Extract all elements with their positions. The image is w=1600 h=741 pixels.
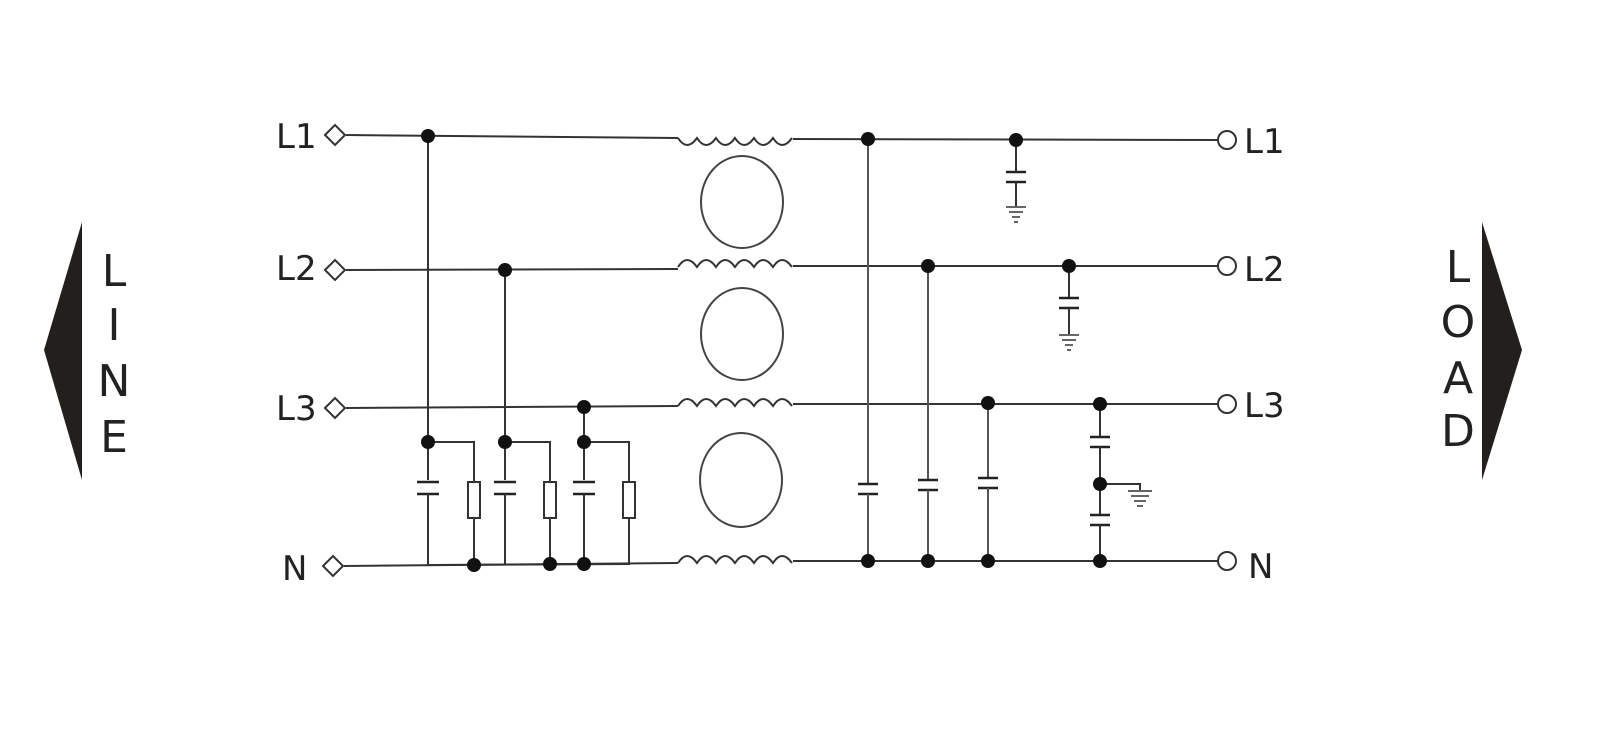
choke-core-bottom — [699, 432, 783, 528]
line-side-x-capacitors — [417, 136, 636, 565]
line-terminal-n — [321, 554, 345, 578]
resistor-l1 — [467, 481, 481, 519]
line-terminal-label-l2: L2 — [276, 249, 317, 289]
load-terminals — [1217, 130, 1237, 571]
line-terminal-l2 — [323, 258, 347, 282]
wire-l2-line — [345, 268, 679, 271]
ground-icon — [1006, 206, 1026, 223]
junction-node — [1093, 397, 1107, 411]
load-terminal-l1 — [1217, 130, 1237, 150]
line-label-letter-4: E — [100, 412, 128, 463]
load-direction-arrow — [1482, 222, 1522, 480]
load-label-letter-2: O — [1441, 297, 1476, 348]
junction-node — [921, 554, 935, 568]
load-terminal-label-n: N — [1248, 547, 1273, 587]
choke-core-middle — [700, 287, 784, 381]
junction-node — [861, 132, 875, 146]
line-terminal-label-n: N — [282, 549, 307, 589]
junction-node — [421, 435, 435, 449]
y-capacitors — [1006, 140, 1152, 561]
load-side-x-capacitors — [858, 139, 998, 561]
choke-winding-l1 — [677, 136, 793, 146]
common-mode-choke — [677, 136, 793, 565]
load-label-letter-3: A — [1443, 353, 1473, 404]
junction-node — [1093, 554, 1107, 568]
ground-icon — [1059, 334, 1079, 351]
line-side-label: L I N E — [98, 246, 131, 463]
junction-node — [421, 129, 435, 143]
line-direction-arrow — [44, 222, 82, 480]
line-side-neutral-bus — [427, 563, 630, 566]
line-label-letter-2: I — [108, 300, 121, 351]
load-terminal-l2 — [1217, 256, 1237, 276]
load-terminal-label-l2: L2 — [1244, 250, 1285, 290]
junction-node — [1009, 133, 1023, 147]
line-terminals — [321, 123, 347, 578]
junction-node — [467, 558, 481, 572]
wire-l1-line — [345, 134, 679, 139]
junction-node — [981, 554, 995, 568]
resistor-l3 — [622, 481, 636, 519]
load-label-letter-1: L — [1446, 242, 1471, 293]
junction-node — [543, 557, 557, 571]
junction-node — [1093, 477, 1107, 491]
junction-node — [498, 435, 512, 449]
junction-node — [861, 554, 875, 568]
junction-node — [498, 263, 512, 277]
resistor-l2 — [543, 481, 557, 519]
load-terminal-l3 — [1217, 394, 1237, 414]
res-l2-bridge — [505, 441, 551, 482]
line-terminal-l1 — [323, 123, 347, 147]
choke-core-top — [700, 155, 784, 249]
line-terminal-label-l3: L3 — [276, 389, 317, 429]
junction-node — [921, 259, 935, 273]
ground-icon — [1128, 490, 1152, 507]
junction-node — [981, 396, 995, 410]
line-terminal-label-l1: L1 — [276, 117, 317, 157]
line-terminal-l3 — [323, 396, 347, 420]
choke-winding-l2 — [677, 259, 793, 269]
junction-node — [1062, 259, 1076, 273]
wire-l1-load — [792, 138, 1219, 141]
load-side-label: L O A D — [1441, 242, 1476, 457]
junction-node — [577, 400, 591, 414]
load-label-letter-4: D — [1441, 406, 1475, 457]
line-label-letter-3: N — [98, 356, 131, 407]
wire-l3-line — [345, 405, 679, 409]
junction-node — [577, 557, 591, 571]
choke-winding-n — [677, 555, 793, 565]
junction-node — [577, 435, 591, 449]
res-l1-bridge — [428, 441, 475, 482]
load-terminal-label-l1: L1 — [1244, 122, 1285, 162]
res-l3-bridge — [584, 441, 630, 482]
junction-nodes — [421, 129, 1107, 572]
choke-winding-l3 — [677, 398, 793, 408]
load-terminal-label-l3: L3 — [1244, 386, 1285, 426]
load-terminal-n — [1217, 551, 1237, 571]
line-label-letter-1: L — [102, 246, 127, 297]
ycap-ground-lead — [1100, 483, 1141, 490]
